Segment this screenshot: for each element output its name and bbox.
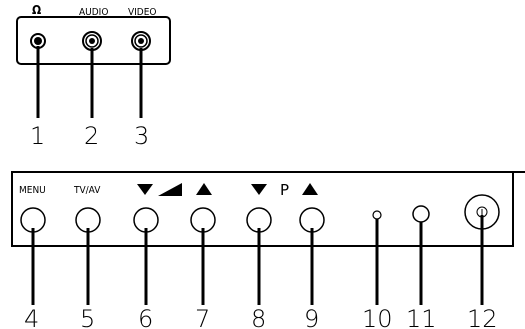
tvav-label: TV/AV bbox=[73, 185, 101, 196]
remote-sensor bbox=[412, 205, 430, 223]
callout-number-3: 3 bbox=[134, 122, 149, 150]
callout-number-6: 6 bbox=[138, 305, 153, 329]
program-down-arrow-icon bbox=[251, 184, 267, 195]
program-label: P bbox=[280, 181, 289, 199]
callout-number-8: 8 bbox=[251, 305, 266, 329]
program-up-arrow-icon bbox=[302, 183, 318, 195]
callout-number-2: 2 bbox=[84, 122, 99, 150]
callout-number-4: 4 bbox=[24, 305, 39, 329]
callout-number-1: 1 bbox=[30, 122, 45, 150]
video-label: VIDEO bbox=[128, 7, 157, 18]
volume-down-arrow-icon bbox=[137, 184, 153, 195]
audio-jack[interactable] bbox=[82, 31, 102, 51]
callout-number-9: 9 bbox=[304, 305, 319, 329]
front-control-panel: MENU TV/AV P bbox=[11, 171, 525, 329]
volume-wedge-icon bbox=[158, 183, 182, 196]
video-jack[interactable] bbox=[131, 31, 151, 51]
callout-number-11: 11 bbox=[406, 305, 437, 329]
callout-number-10: 10 bbox=[362, 305, 393, 329]
side-jack-panel: Ω AUDIO VIDEO 1 2 3 bbox=[16, 3, 171, 150]
front-panel-outline bbox=[11, 171, 525, 247]
callout-number-12: 12 bbox=[467, 305, 498, 329]
indicator-led bbox=[372, 210, 382, 220]
volume-up-arrow-icon bbox=[196, 183, 212, 195]
callout-number-7: 7 bbox=[195, 305, 210, 329]
callout-number-5: 5 bbox=[80, 305, 95, 329]
audio-label: AUDIO bbox=[79, 7, 108, 18]
headphone-label: Ω bbox=[32, 3, 41, 17]
headphone-jack[interactable] bbox=[30, 33, 46, 49]
menu-label: MENU bbox=[19, 185, 46, 196]
